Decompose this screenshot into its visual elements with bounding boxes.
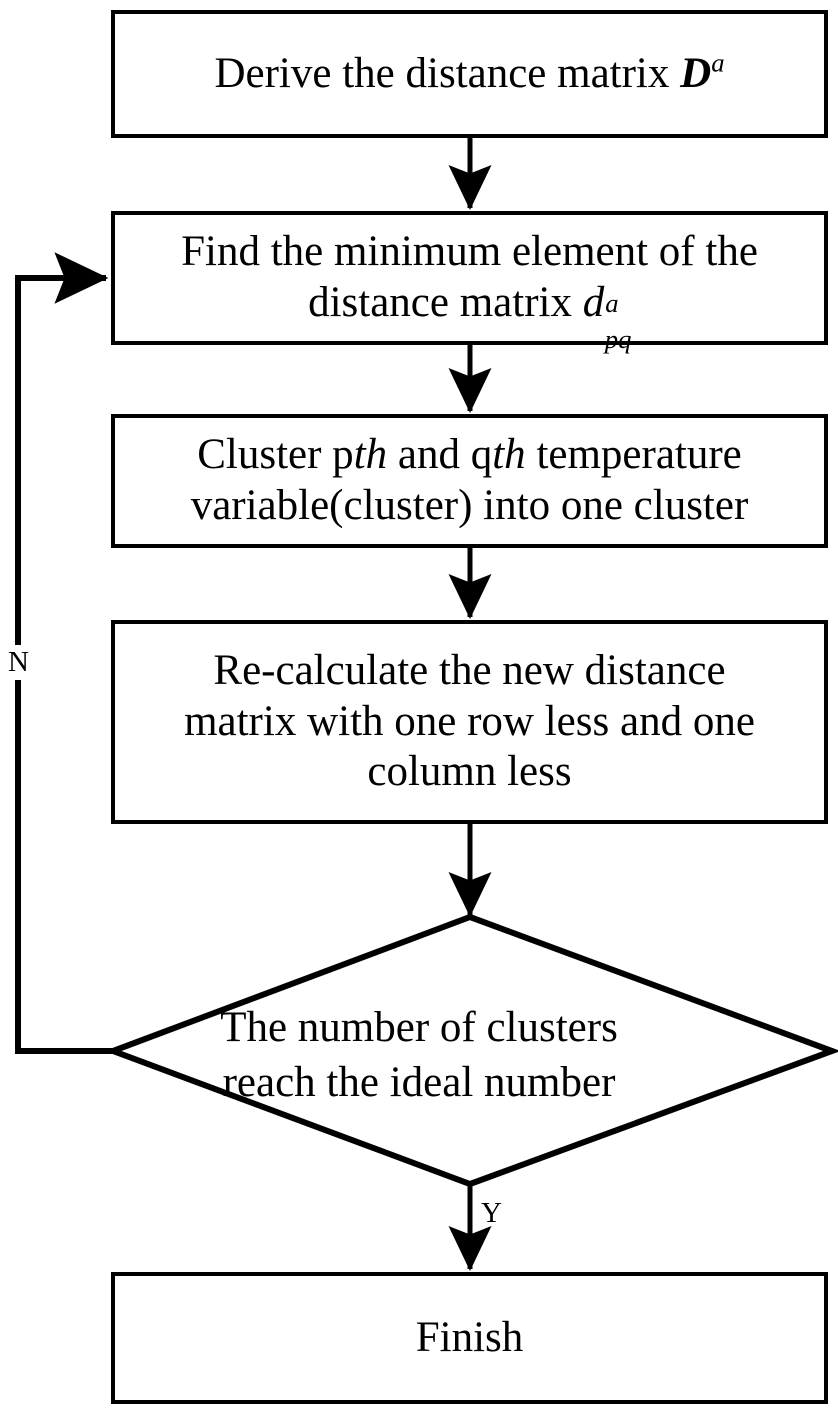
decision-line-1: The number of clusters: [220, 1004, 618, 1051]
matrix-symbol-D: D: [680, 49, 712, 97]
recalculate-line-1: Re-calculate the new distance: [213, 646, 726, 694]
decision-line-2: reach the ideal number: [222, 1059, 616, 1107]
node-finish-label: Finish: [415, 1313, 524, 1361]
node-derive-distance-matrix-label: Derive the distance matrix Da: [214, 47, 725, 97]
node-finish[interactable]: Finish: [111, 1272, 828, 1404]
edge-label-yes: Y: [481, 1197, 502, 1229]
recalculate-line-3: column less: [367, 748, 572, 796]
node-find-minimum-element[interactable]: Find the minimum element of the distance…: [111, 211, 828, 354]
node-recalculate-distance-matrix-label: Re-calculate the new distance matrix wit…: [115, 646, 824, 798]
subscript-pq: pq: [604, 323, 632, 354]
decision-diamond-shape: [104, 913, 838, 1188]
edge-label-no: N: [8, 646, 29, 678]
find-minimum-line-1: Find the minimum element of the: [181, 228, 758, 276]
superscript-a: a: [605, 288, 619, 319]
connector-decision-no-feedback: [15, 252, 113, 1054]
node-find-minimum-element-label: Find the minimum element of the distance…: [115, 227, 824, 354]
cluster-line-1: Cluster pth and qth temperature: [197, 431, 742, 479]
node-clusters-reach-ideal-number[interactable]: The number of clusters reach the ideal n…: [0, 1000, 838, 1110]
cluster-line-2: variable(cluster) into one cluster: [190, 482, 749, 529]
node-derive-distance-matrix[interactable]: Derive the distance matrix Da: [111, 10, 828, 138]
node-recalculate-distance-matrix[interactable]: Re-calculate the new distance matrix wit…: [111, 620, 828, 824]
node-cluster-p-q[interactable]: Cluster pth and qth temperature variable…: [111, 414, 828, 548]
superscript-a: a: [711, 47, 725, 78]
distance-symbol-d: d: [582, 279, 605, 326]
recalculate-line-2: matrix with one row less and one: [184, 697, 755, 745]
node-cluster-p-q-label: Cluster pth and qth temperature variable…: [115, 430, 824, 531]
